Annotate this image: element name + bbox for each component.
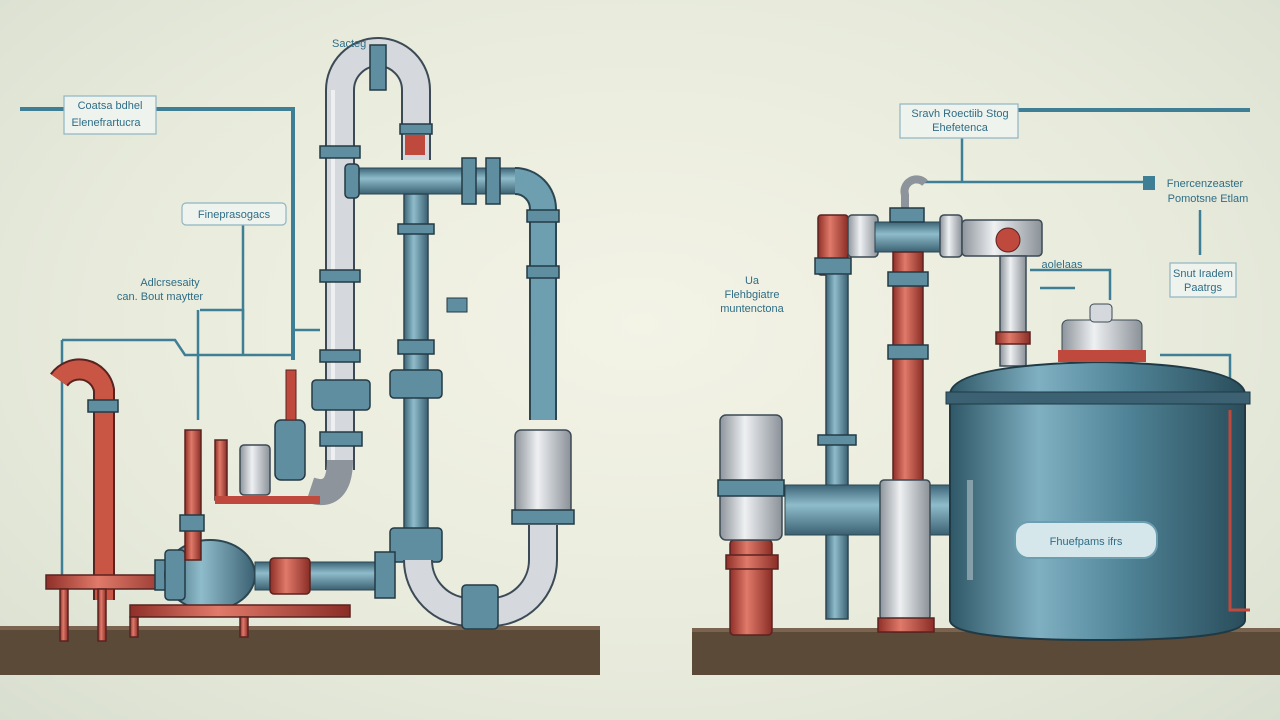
blue-pipe-network: [344, 157, 560, 563]
label-text: Pomotsne Etlam: [1168, 193, 1249, 205]
label-right-top: Sravh Roectiib Stog Ehefetenca: [899, 103, 1019, 139]
label-text: Elenefrartucra: [71, 117, 141, 129]
label-text: Coatsa bdhel: [78, 100, 143, 112]
label-text: muntenctona: [720, 303, 784, 315]
label-text: Flehbgiatre: [724, 289, 779, 301]
label-text: Paatrgs: [1184, 282, 1222, 294]
label-text: Fnercenzeaster: [1167, 178, 1244, 190]
label-text: aolelaas: [1042, 259, 1083, 271]
steel-riser-pipe: [305, 37, 433, 505]
storage-tank: Fhuefpams ifrs: [945, 303, 1251, 642]
left-leader-lines: [20, 107, 320, 600]
label-left-main: Coatsa bdhel Elenefrartucra: [63, 95, 157, 135]
label-text: Snut Iradem: [1173, 268, 1233, 280]
label-text: Adlcrsesaity: [140, 277, 200, 289]
label-left-lower: Adlcrsesaity can. Bout maytter: [117, 277, 204, 303]
label-top-tag: Sacteg: [332, 38, 366, 50]
left-pump-assembly: [45, 358, 396, 642]
tank-label: Fhuefpams ifrs: [1050, 536, 1123, 548]
right-pipe-network: [717, 175, 1043, 636]
tank-label-plate: [1014, 521, 1158, 559]
label-right-left: Ua Flehbgiatre muntenctona: [720, 275, 784, 315]
ground-left: [0, 626, 600, 675]
label-text: can. Bout maytter: [117, 291, 204, 303]
label-text: Sacteg: [332, 38, 366, 50]
label-text: Sravh Roectiib Stog: [911, 108, 1008, 120]
label-right-lower: Snut Iradem Paatrgs: [1169, 262, 1237, 298]
label-text: Ehefetenca: [932, 122, 989, 134]
label-text: Fineprasogacs: [198, 209, 271, 221]
label-right-small: aolelaas: [1042, 259, 1083, 271]
label-right-side: Fnercenzeaster Pomotsne Etlam: [1167, 178, 1249, 205]
label-text: Ua: [745, 275, 760, 287]
steel-return-bend: [403, 429, 575, 630]
label-left-mid: Fineprasogacs: [181, 202, 287, 226]
